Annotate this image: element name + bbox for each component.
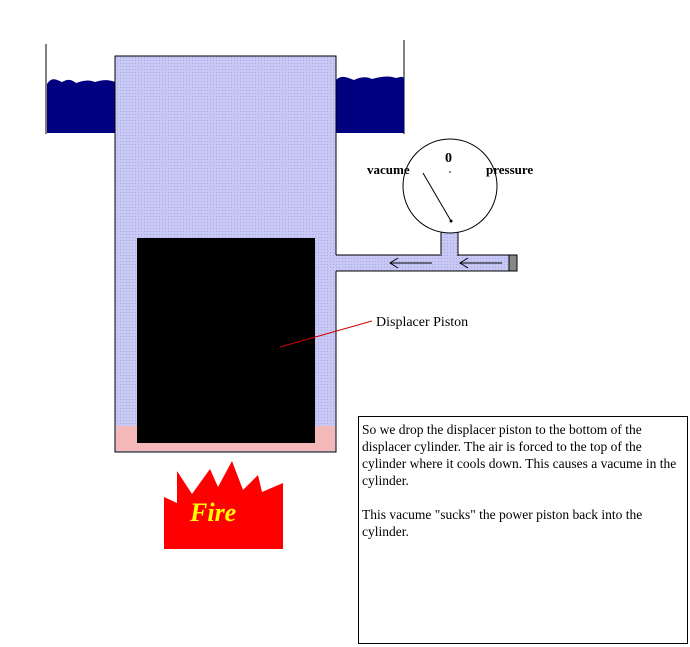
left-water: [47, 79, 115, 133]
left-water-tank: [45, 44, 115, 134]
fire-label: Fire: [189, 498, 236, 527]
gauge-needle: [422, 172, 452, 222]
right-water: [336, 76, 404, 133]
gauge-pressure-label: pressure: [486, 162, 533, 177]
pressure-gauge: 0 vacume pressure: [367, 138, 533, 234]
explanation-text-box: So we drop the displacer piston to the b…: [358, 416, 688, 644]
gauge-zero-label: 0: [445, 151, 452, 166]
caption-paragraph-2: This vacume "sucks" the power piston bac…: [362, 507, 643, 539]
pipe-end-cap: [508, 254, 518, 272]
caption-paragraph-1: So we drop the displacer piston to the b…: [362, 422, 677, 488]
displacer-piston: [137, 238, 315, 443]
fire-icon: Fire: [164, 461, 283, 549]
right-water-tank: [336, 40, 405, 134]
flow-arrows: [389, 257, 502, 269]
displacer-piston-label: Displacer Piston: [376, 315, 468, 330]
gauge-vacuum-label: vacume: [367, 162, 410, 177]
displacer-pointer-line: [279, 320, 373, 348]
